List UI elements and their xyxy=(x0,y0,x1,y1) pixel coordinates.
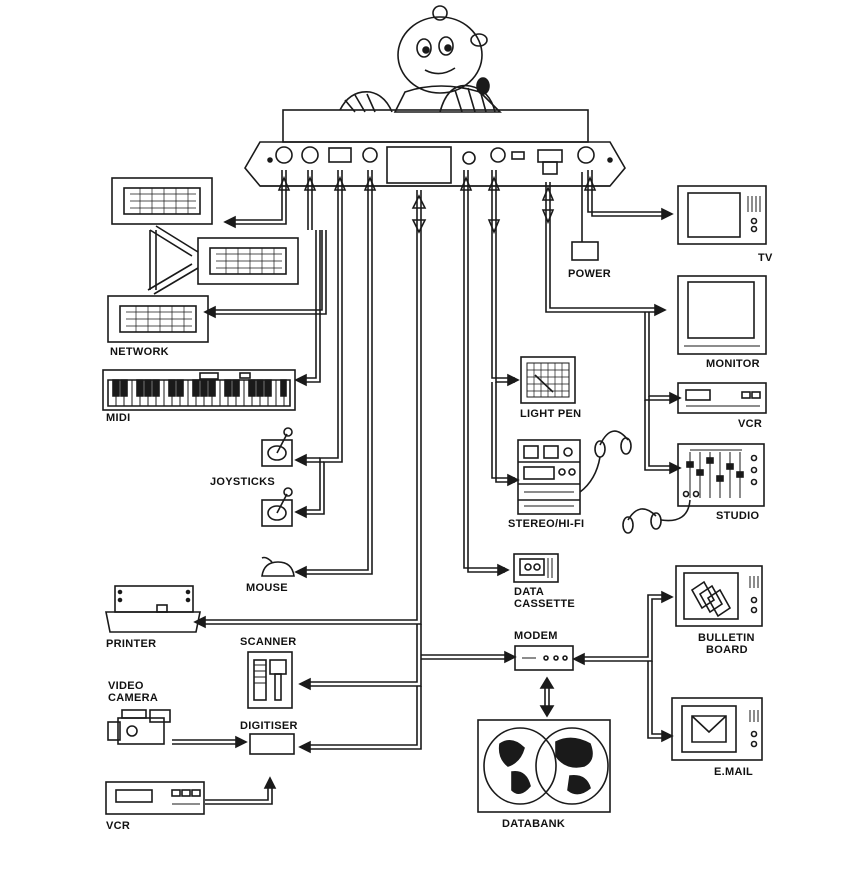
modem-device xyxy=(514,645,574,671)
light-pen-device xyxy=(520,356,576,404)
headphones-stereo xyxy=(579,430,632,493)
network-terminals xyxy=(107,177,299,343)
stereo-label: STEREO/HI-FI xyxy=(508,518,585,530)
network-label: NETWORK xyxy=(110,346,169,358)
scanner-label: SCANNER xyxy=(240,636,297,648)
joystick-1 xyxy=(261,427,293,467)
tv-device xyxy=(677,185,767,245)
joysticks-label: JOYSTICKS xyxy=(210,476,276,488)
bulletin-label-2: BOARD xyxy=(706,644,748,656)
headphones-studio xyxy=(622,499,691,534)
databank-device xyxy=(477,719,611,813)
power-label: POWER xyxy=(568,268,612,280)
midi-keyboard xyxy=(102,369,296,411)
video-camera-device xyxy=(107,709,171,745)
arrowheads xyxy=(193,175,682,789)
bulletin-board-device xyxy=(675,565,763,627)
mouse-device xyxy=(261,556,295,577)
email-label: E.MAIL xyxy=(714,766,754,778)
data-cassette-label-2: CASSETTE xyxy=(514,598,576,610)
modem-label: MODEM xyxy=(514,630,558,642)
data-cassette-device xyxy=(513,553,559,583)
network-terminal xyxy=(197,237,299,285)
monitor-label: MONITOR xyxy=(706,358,760,370)
video-camera-label-1: VIDEO xyxy=(108,680,144,692)
bulletin-label-1: BULLETIN xyxy=(698,632,755,644)
digitiser-label: DIGITISER xyxy=(240,720,298,732)
email-device xyxy=(671,697,763,761)
joystick-2 xyxy=(261,487,293,527)
computer-console xyxy=(244,109,626,187)
studio-label: STUDIO xyxy=(716,510,760,522)
midi-label: MIDI xyxy=(106,412,131,424)
printer-label: PRINTER xyxy=(106,638,157,650)
studio-mixer-device xyxy=(677,443,765,507)
port-cables xyxy=(172,170,675,805)
stereo-hifi-device xyxy=(517,439,581,515)
printer-device xyxy=(105,585,201,633)
scanner-device xyxy=(247,651,293,709)
tv-label: TV xyxy=(758,252,773,264)
network-terminal xyxy=(107,295,209,343)
monitor-device xyxy=(677,275,767,355)
video-camera-label-2: CAMERA xyxy=(108,692,159,704)
vcr-right-device xyxy=(677,382,767,414)
network-terminal xyxy=(111,177,213,225)
databank-label: DATABANK xyxy=(502,818,566,830)
light-pen-label: LIGHT PEN xyxy=(520,408,582,420)
vcr-left-device xyxy=(105,781,205,815)
vcr-right-label: VCR xyxy=(738,418,763,430)
mouse-label: MOUSE xyxy=(246,582,288,594)
digitiser-device xyxy=(249,733,295,755)
vcr-left-label: VCR xyxy=(106,820,131,832)
robot-mascot xyxy=(339,5,502,113)
data-cassette-label-1: DATA xyxy=(514,586,545,598)
